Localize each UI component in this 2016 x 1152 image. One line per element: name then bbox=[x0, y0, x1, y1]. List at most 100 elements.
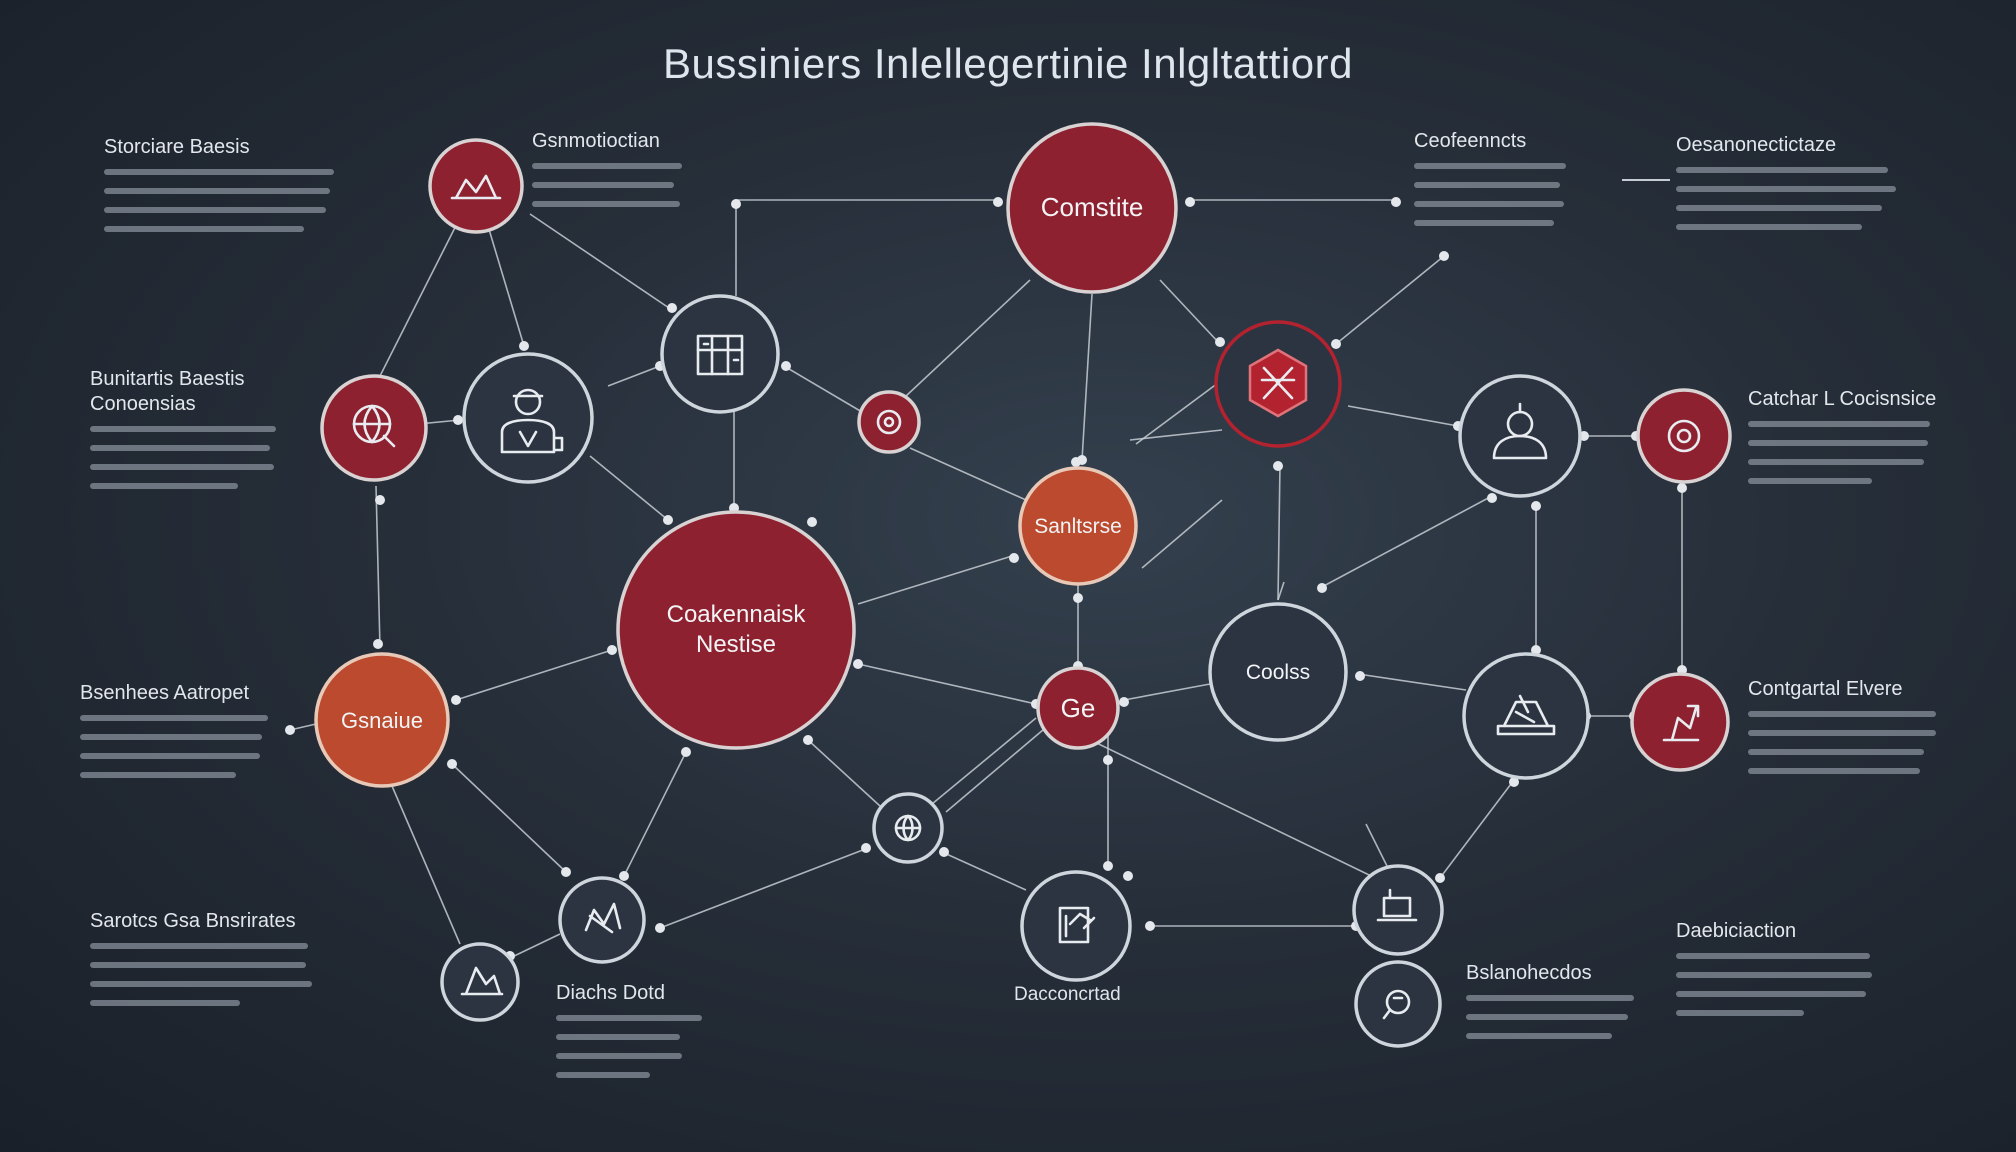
text-line bbox=[80, 753, 260, 759]
edge bbox=[1081, 293, 1093, 461]
target-center-icon bbox=[1676, 428, 1692, 444]
text-line bbox=[556, 1053, 682, 1059]
edge bbox=[905, 279, 1031, 397]
edge bbox=[375, 485, 381, 649]
edge bbox=[1335, 255, 1445, 345]
text-line bbox=[104, 207, 326, 213]
node-coakennaisk[interactable]: Coakennaisk Nestise bbox=[616, 510, 856, 750]
connector-dot bbox=[781, 361, 791, 371]
panel-gsnmotioctian: Gsnmotioctian bbox=[532, 130, 692, 220]
node-sanltsrse[interactable]: Sanltsrse bbox=[1018, 466, 1138, 586]
node-comstite[interactable]: Comstite bbox=[1006, 122, 1178, 294]
connector-dot bbox=[1215, 337, 1225, 347]
text-line bbox=[1748, 730, 1936, 736]
panel-contgartal: Contgartal Elvere bbox=[1748, 678, 1968, 787]
edge bbox=[1141, 499, 1223, 569]
node-document[interactable] bbox=[660, 294, 780, 414]
text-line bbox=[1414, 163, 1566, 169]
connector-dot bbox=[655, 923, 665, 933]
panel-title-line2: Conoensias bbox=[90, 393, 196, 415]
connector-dot bbox=[1509, 777, 1519, 787]
text-line bbox=[80, 734, 262, 740]
node-label: Ge bbox=[1061, 693, 1096, 723]
edge bbox=[529, 213, 673, 311]
text-line bbox=[1676, 167, 1888, 173]
panel-diachs: Diachs Dotd bbox=[556, 982, 716, 1091]
node-target-small[interactable] bbox=[857, 390, 921, 454]
person-icon bbox=[1492, 402, 1548, 460]
node-analytics[interactable] bbox=[428, 138, 524, 234]
text-line bbox=[80, 715, 268, 721]
node-label: Comstite bbox=[1041, 192, 1144, 222]
connector-dot bbox=[375, 495, 385, 505]
node-gsnaiue[interactable]: Gsnaiue bbox=[314, 652, 450, 788]
connector-dot bbox=[731, 199, 741, 209]
node-toolbox[interactable] bbox=[1462, 652, 1590, 780]
connector-dot bbox=[607, 645, 617, 655]
text-line bbox=[1676, 953, 1870, 959]
node-cluster[interactable] bbox=[558, 876, 646, 964]
node-user[interactable] bbox=[462, 352, 594, 484]
text-line bbox=[1676, 224, 1862, 230]
blocks-icon bbox=[460, 966, 504, 996]
node-blocks[interactable] bbox=[440, 942, 520, 1022]
text-line bbox=[1414, 182, 1560, 188]
connector-dot bbox=[1009, 553, 1019, 563]
chart-icon bbox=[450, 174, 502, 200]
panel-title: Gsnmotioctian bbox=[532, 130, 660, 152]
node-target-right[interactable] bbox=[1636, 388, 1732, 484]
panel-storciare: Storciare Baesis bbox=[104, 136, 344, 245]
edge bbox=[909, 447, 1027, 501]
toolbox-icon bbox=[1496, 694, 1556, 736]
connector-dot bbox=[1531, 501, 1541, 511]
text-line bbox=[1748, 768, 1920, 774]
connector-dot bbox=[1331, 339, 1341, 349]
node-person-right[interactable] bbox=[1458, 374, 1582, 498]
text-line bbox=[104, 169, 334, 175]
node-report[interactable] bbox=[1020, 870, 1132, 982]
edge bbox=[807, 739, 881, 807]
connector-dot bbox=[1435, 873, 1445, 883]
edge bbox=[1319, 495, 1493, 589]
text-line bbox=[1748, 421, 1930, 427]
text-line bbox=[80, 772, 236, 778]
edge bbox=[623, 751, 687, 877]
edge bbox=[451, 763, 567, 873]
edge bbox=[945, 723, 1051, 813]
connector-dot bbox=[619, 871, 629, 881]
node-ge[interactable]: Ge bbox=[1036, 666, 1120, 750]
text-line bbox=[90, 943, 308, 949]
connector-dot bbox=[807, 517, 817, 527]
node-figure-right[interactable] bbox=[1630, 672, 1730, 772]
panel-title: Sarotcs Gsa Bnsrirates bbox=[90, 910, 296, 932]
panel-ceofeenncts: Ceofeenncts bbox=[1414, 130, 1574, 239]
text-line bbox=[1466, 1014, 1628, 1020]
panel-bslanohecdos: Bslanohecdos bbox=[1466, 962, 1646, 1052]
node-globe[interactable] bbox=[320, 374, 428, 482]
text-line bbox=[1748, 459, 1924, 465]
node-label: Gsnaiue bbox=[341, 708, 423, 733]
connector-dot bbox=[861, 843, 871, 853]
text-line bbox=[556, 1072, 650, 1078]
edge bbox=[1277, 463, 1281, 601]
edge bbox=[1357, 673, 1467, 691]
edge bbox=[509, 933, 561, 959]
connector-dot bbox=[1439, 251, 1449, 261]
text-line bbox=[556, 1015, 702, 1021]
connector-dot bbox=[803, 735, 813, 745]
connector-dot bbox=[1119, 697, 1129, 707]
text-line bbox=[1676, 186, 1896, 192]
worker-icon bbox=[500, 388, 564, 454]
text-line bbox=[1676, 205, 1882, 211]
node-label: Coolss bbox=[1246, 661, 1310, 684]
node-coolss[interactable]: Coolss bbox=[1208, 602, 1348, 742]
connector-dot bbox=[561, 867, 571, 877]
edge bbox=[1439, 779, 1515, 879]
node-phone[interactable] bbox=[1354, 960, 1442, 1048]
text-line bbox=[532, 182, 674, 188]
node-hexagon[interactable] bbox=[1214, 320, 1342, 448]
node-globe-small[interactable] bbox=[872, 792, 944, 864]
node-laptop[interactable] bbox=[1352, 864, 1444, 956]
figure-icon bbox=[1662, 704, 1700, 742]
connector-dot bbox=[1317, 583, 1327, 593]
